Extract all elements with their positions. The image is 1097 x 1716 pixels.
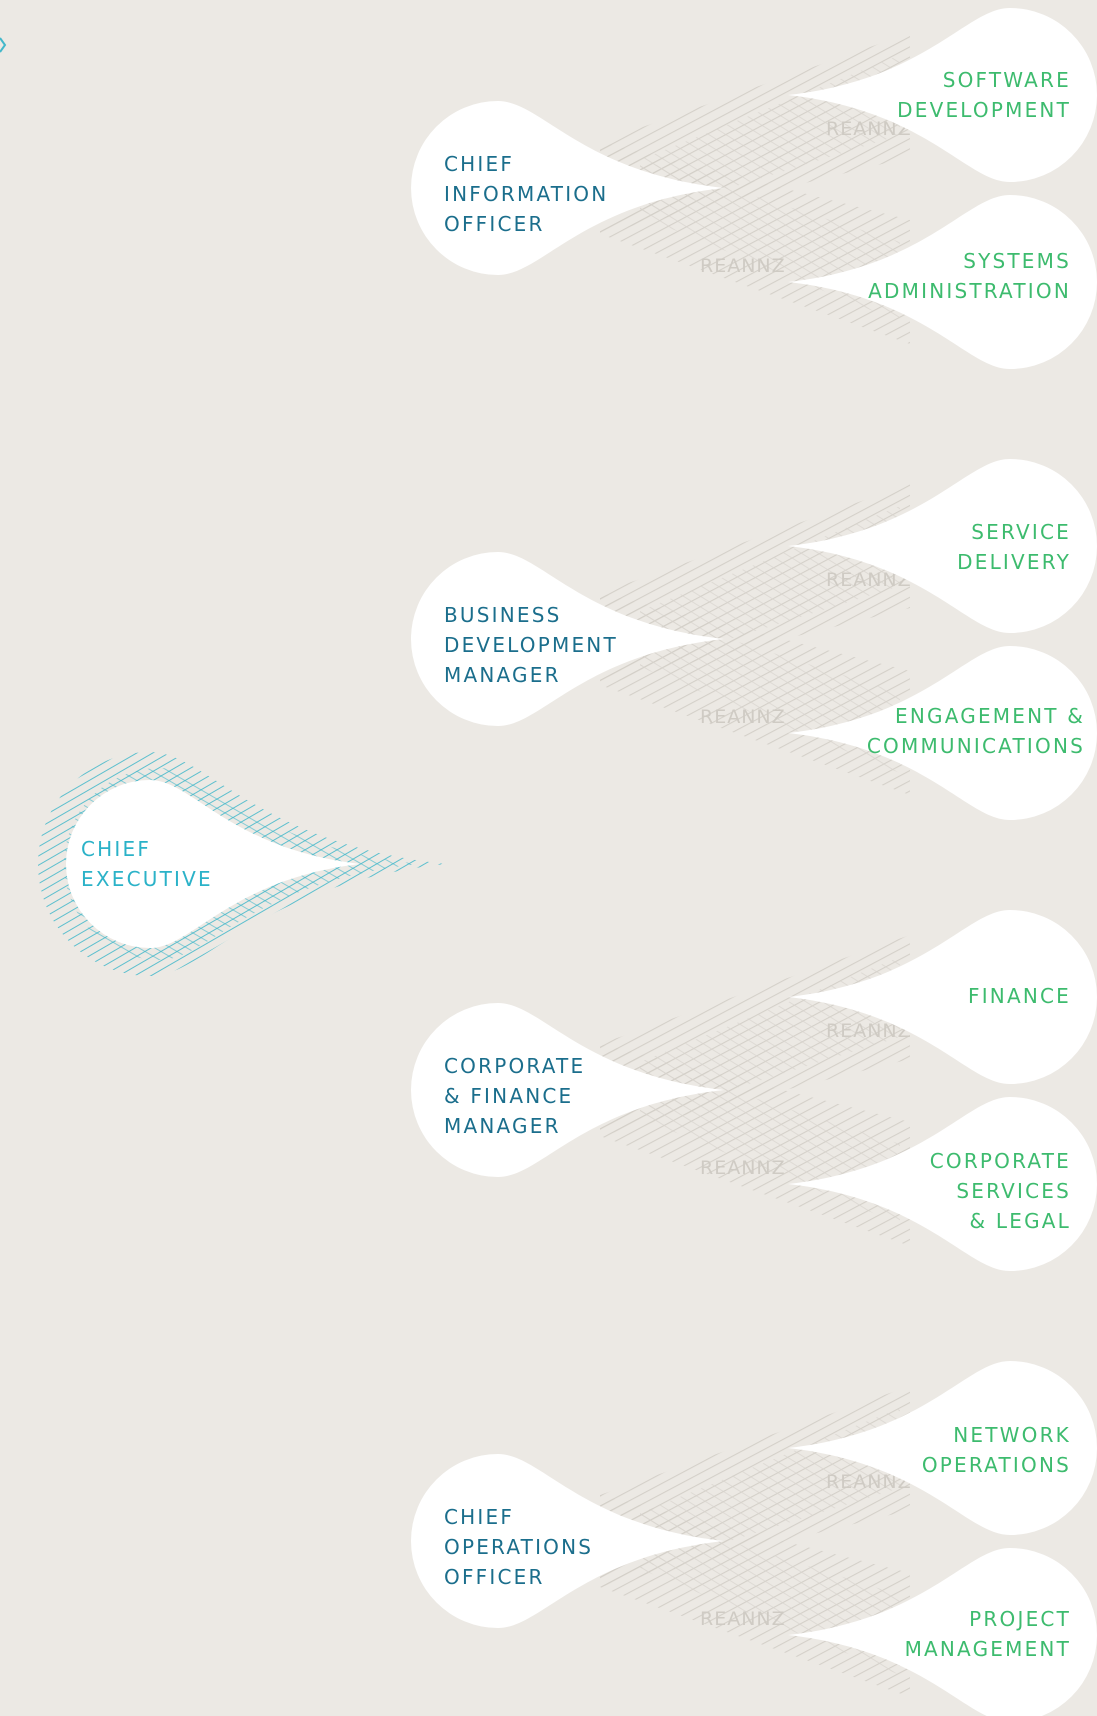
department-node — [788, 646, 1097, 820]
manager-label-corporate-finance-manager: CORPORATE & FINANCE MANAGER — [444, 1054, 586, 1138]
manager-label-chief-information-officer: CHIEF INFORMATION OFFICER — [444, 152, 609, 236]
manager-node — [411, 101, 724, 275]
department-node — [788, 1097, 1097, 1271]
connector-watermark: REANNZ — [826, 569, 912, 591]
connector-watermark: REANNZ — [700, 1157, 786, 1179]
connector-watermark: REANNZ — [826, 1471, 912, 1493]
department-label-project-management: PROJECT MANAGEMENT — [904, 1607, 1071, 1661]
connector-watermark: REANNZ — [826, 118, 912, 140]
department-node — [788, 8, 1097, 182]
chief-executive-label: CHIEF EXECUTIVE — [81, 837, 213, 891]
department-label-systems-administration: SYSTEMS ADMINISTRATION — [868, 249, 1071, 303]
manager-label-business-development-manager: BUSINESS DEVELOPMENT MANAGER — [444, 603, 618, 687]
department-label-finance: FINANCE — [967, 984, 1071, 1008]
department-label-engagement-communications: ENGAGEMENT & COMMUNICATIONS — [866, 704, 1085, 758]
department-label-corporate-services-legal: CORPORATE SERVICES & LEGAL — [929, 1149, 1071, 1233]
chief-executive-node — [66, 780, 360, 948]
connector-watermark: REANNZ — [700, 1608, 786, 1630]
department-node — [788, 910, 1097, 1084]
connector-watermark: REANNZ — [700, 255, 786, 277]
edge-chevron-mark — [0, 37, 7, 53]
department-label-network-operations: NETWORK OPERATIONS — [921, 1423, 1071, 1477]
department-label-service-delivery: SERVICE DELIVERY — [957, 520, 1071, 574]
department-node — [788, 459, 1097, 633]
department-node — [788, 1548, 1097, 1716]
department-node — [788, 195, 1097, 369]
department-label-software-development: SOFTWARE DEVELOPMENT — [897, 68, 1071, 122]
manager-node — [411, 1454, 724, 1628]
connector-watermark: REANNZ — [700, 706, 786, 728]
manager-node — [411, 552, 724, 726]
department-node — [788, 1361, 1097, 1535]
manager-node — [411, 1003, 724, 1177]
manager-label-chief-operations-officer: CHIEF OPERATIONS OFFICER — [444, 1505, 594, 1589]
connector-watermark: REANNZ — [826, 1020, 912, 1042]
